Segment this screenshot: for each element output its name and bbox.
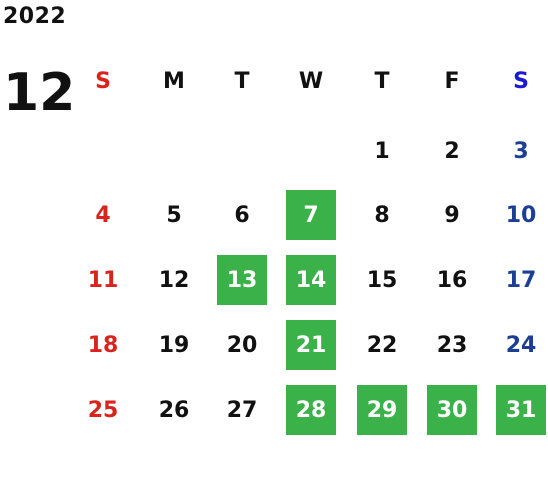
- calendar-day-highlighted[interactable]: 21: [286, 320, 336, 370]
- calendar-day-highlighted[interactable]: 28: [286, 385, 336, 435]
- weekday-header: S: [95, 68, 111, 94]
- calendar-day-highlighted[interactable]: 30: [427, 385, 477, 435]
- calendar-day-highlighted[interactable]: 31: [496, 385, 546, 435]
- calendar-day[interactable]: 25: [87, 397, 119, 423]
- weekday-header: T: [234, 68, 250, 94]
- weekday-header: M: [163, 68, 185, 94]
- calendar-day[interactable]: 9: [444, 202, 460, 228]
- calendar-day[interactable]: 12: [158, 267, 190, 293]
- calendar-day[interactable]: 10: [505, 202, 537, 228]
- calendar-day[interactable]: 11: [87, 267, 119, 293]
- year-label: 2022: [3, 4, 67, 29]
- month-label: 12: [3, 63, 76, 123]
- calendar-day[interactable]: 3: [513, 138, 529, 164]
- calendar-day[interactable]: 6: [234, 202, 250, 228]
- calendar-day-highlighted[interactable]: 14: [286, 255, 336, 305]
- weekday-header: W: [298, 68, 324, 94]
- calendar-day-highlighted[interactable]: 29: [357, 385, 407, 435]
- calendar-day[interactable]: 20: [226, 332, 258, 358]
- calendar-day[interactable]: 5: [166, 202, 182, 228]
- calendar-day[interactable]: 16: [436, 267, 468, 293]
- calendar-day[interactable]: 8: [374, 202, 390, 228]
- calendar-day[interactable]: 1: [374, 138, 390, 164]
- calendar-day[interactable]: 17: [505, 267, 537, 293]
- calendar-day[interactable]: 4: [95, 202, 111, 228]
- calendar-day[interactable]: 2: [444, 138, 460, 164]
- calendar-day[interactable]: 27: [226, 397, 258, 423]
- calendar-day-highlighted[interactable]: 7: [286, 190, 336, 240]
- calendar-day[interactable]: 24: [505, 332, 537, 358]
- calendar-day[interactable]: 23: [436, 332, 468, 358]
- calendar-day[interactable]: 19: [158, 332, 190, 358]
- weekday-header: S: [513, 68, 529, 94]
- weekday-header: T: [374, 68, 390, 94]
- calendar-day[interactable]: 15: [366, 267, 398, 293]
- calendar-day-highlighted[interactable]: 13: [217, 255, 267, 305]
- calendar-day[interactable]: 22: [366, 332, 398, 358]
- calendar-day[interactable]: 26: [158, 397, 190, 423]
- calendar-day[interactable]: 18: [87, 332, 119, 358]
- weekday-header: F: [444, 68, 460, 94]
